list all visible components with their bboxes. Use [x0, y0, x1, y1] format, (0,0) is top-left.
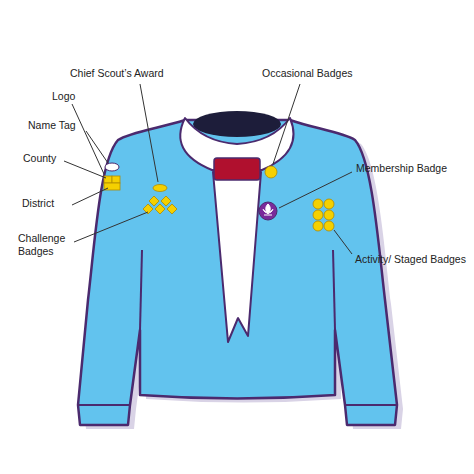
woggle [214, 158, 260, 180]
county-badge [112, 176, 120, 183]
shirt [78, 120, 397, 425]
neck-opening [193, 111, 281, 137]
scarf [213, 172, 261, 342]
membership-badge [259, 202, 277, 220]
callout-label: Logo [52, 90, 75, 103]
callout-label: Activity/ Staged Badges [355, 253, 466, 266]
callout-label: Challenge Badges [18, 232, 76, 258]
chief-scout-award [153, 185, 167, 192]
callout-label: Membership Badge [356, 162, 447, 175]
logo-badge [104, 176, 112, 183]
callout-label: Occasional Badges [262, 67, 352, 80]
challenge-badges [143, 196, 177, 214]
callout-label: County [23, 152, 56, 165]
callout-label: Name Tag [28, 119, 76, 132]
callout-label: Chief Scout’s Award [70, 67, 164, 80]
fleur-de-lis [263, 204, 273, 215]
cuff-seam [79, 404, 130, 406]
leader-lines [64, 84, 352, 254]
sleeve-seam [333, 250, 335, 330]
occasional-badge [265, 166, 277, 178]
sleeve-seam [140, 250, 142, 330]
callout-label: District [22, 197, 54, 210]
name-tag [105, 163, 119, 171]
activity-badges [313, 199, 334, 231]
cuff-seam [345, 404, 397, 406]
